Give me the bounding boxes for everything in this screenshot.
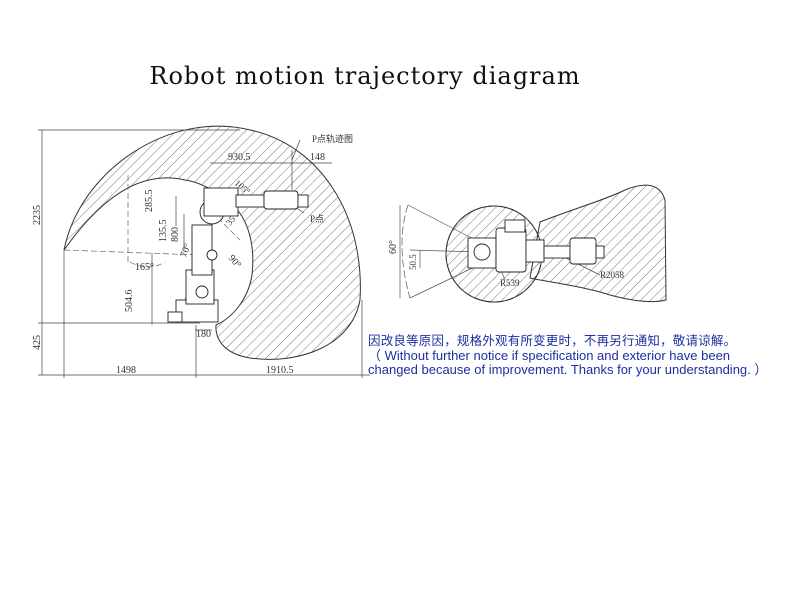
dim-base-height: 425 bbox=[32, 335, 43, 350]
dim-top-width: 930.5 bbox=[228, 152, 251, 163]
side-robot-arm bbox=[167, 187, 309, 323]
label-p-trajectory: P点轨迹图 bbox=[312, 133, 353, 144]
top-view: 60° 50.5 R539 R2058 bbox=[388, 184, 667, 303]
dim-285: 285.5 bbox=[144, 190, 155, 213]
dim-180: 180 bbox=[196, 329, 211, 340]
radius-outer: R2058 bbox=[600, 270, 625, 280]
top-workspace-area bbox=[529, 184, 667, 303]
side-view: 930.5 148 P点轨迹图 P点 2235 425 285.5 135.5 … bbox=[32, 125, 370, 378]
dim-135: 135.5 bbox=[158, 220, 169, 243]
dim-left-reach: 1498 bbox=[116, 365, 136, 376]
dim-right-reach: 1910.5 bbox=[266, 365, 294, 376]
diagram-title: Robot motion trajectory diagram bbox=[149, 62, 581, 90]
dim-800: 800 bbox=[170, 227, 181, 242]
label-p-point: P点 bbox=[310, 214, 324, 224]
angle-165: 165° bbox=[135, 262, 154, 273]
dim-504: 504.6 bbox=[124, 290, 135, 313]
notice-block: 因改良等原因，规格外观有所变更时，不再另行通知，敬请谅解。 （ Without … bbox=[368, 334, 778, 377]
notice-chinese: 因改良等原因，规格外观有所变更时，不再另行通知，敬请谅解。 bbox=[368, 334, 737, 348]
dim-50: 50.5 bbox=[408, 254, 418, 270]
side-workspace-area bbox=[63, 125, 361, 360]
angle-90: 90° bbox=[226, 253, 243, 271]
side-dimension-lines bbox=[38, 129, 370, 378]
angle-70: 70° bbox=[178, 242, 193, 259]
dim-height-total: 2235 bbox=[32, 205, 43, 225]
notice-english: （ Without further notice if specificatio… bbox=[368, 348, 768, 377]
angle-60: 60° bbox=[388, 240, 399, 254]
dim-top-offset: 148 bbox=[310, 152, 325, 163]
top-robot-arm bbox=[467, 219, 605, 273]
radius-inner: R539 bbox=[500, 278, 520, 288]
